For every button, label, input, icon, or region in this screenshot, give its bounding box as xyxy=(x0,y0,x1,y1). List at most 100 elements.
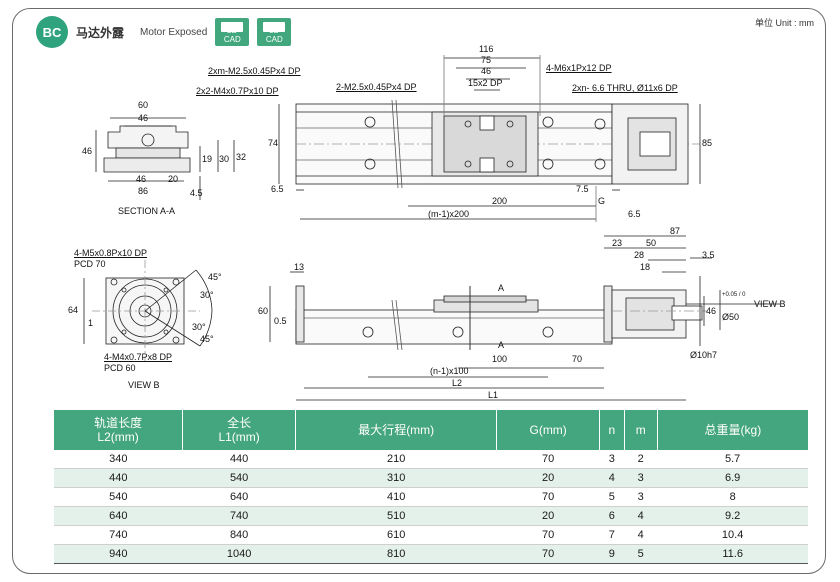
dim-85: 85 xyxy=(702,138,713,148)
cell: 440 xyxy=(54,468,183,488)
vb-dim-1: 1 xyxy=(88,318,94,328)
vb-callout-m5: 4-M5x0.8Px10 DP xyxy=(74,248,148,258)
fv-dim-70: 70 xyxy=(572,354,583,364)
sec-dim-60: 60 xyxy=(138,100,149,110)
cell: 4 xyxy=(624,506,658,526)
cell: 310 xyxy=(295,468,497,488)
dim-75: 75 xyxy=(481,55,492,65)
sec-dim-4-5: 4.5 xyxy=(190,188,203,198)
cell: 6.9 xyxy=(657,468,808,488)
top-view xyxy=(278,55,701,222)
cell: 3 xyxy=(624,487,658,507)
cell: 1040 xyxy=(182,544,296,564)
cell: 740 xyxy=(182,506,296,526)
unit-label: 单位 Unit : mm xyxy=(754,18,814,28)
sec-dim-20: 20 xyxy=(168,174,179,184)
section-a-a xyxy=(95,117,235,200)
cad-2d-top: 2D xyxy=(227,26,238,35)
cell: 640 xyxy=(54,506,183,526)
sec-dim-86: 86 xyxy=(138,186,149,196)
sec-dim-19: 19 xyxy=(202,154,213,164)
sec-dim-46-bottom: 46 xyxy=(136,174,147,184)
cell: 610 xyxy=(295,525,497,545)
col-weight: 总重量(kg) xyxy=(657,410,808,450)
fv-dim-18: 18 xyxy=(640,262,651,272)
dim-200: 200 xyxy=(492,196,508,206)
callout-m25x4b: 2-M2.5x0.45Px4 DP xyxy=(336,82,417,92)
cell: 3 xyxy=(624,468,658,488)
page-frame xyxy=(12,8,826,574)
cell: 70 xyxy=(496,487,600,507)
cell: 20 xyxy=(496,468,600,488)
dim-15x2: 15x2 DP xyxy=(468,78,503,88)
cell: 4 xyxy=(599,468,625,488)
sec-dim-46-top: 46 xyxy=(138,113,149,123)
fv-dim-60: 60 xyxy=(258,306,269,316)
vb-callout-m4: 4-M4x0.7Px8 DP xyxy=(104,352,173,362)
cell: 5 xyxy=(624,544,658,564)
view-b-flange xyxy=(83,260,213,362)
cell: 9 xyxy=(599,544,625,564)
vb-angle-30-bottom: 30° xyxy=(192,322,206,332)
cell: 70 xyxy=(496,525,600,545)
cell: 3 xyxy=(599,450,625,469)
sec-dim-32: 32 xyxy=(236,152,247,162)
dim-6-5-right: 6.5 xyxy=(628,209,641,219)
vb-dim-64: 64 xyxy=(68,305,79,315)
view-b-title: VIEW B xyxy=(128,380,160,390)
cell: 70 xyxy=(496,544,600,564)
vb-pcd60: PCD 60 xyxy=(104,363,136,373)
cad-3d-top: 3D xyxy=(269,26,280,35)
cell: 7 xyxy=(599,525,625,545)
dim-74: 74 xyxy=(268,138,279,148)
col-l2-line2: L2(mm) xyxy=(97,430,139,444)
cad-2d-button[interactable]: 2D CAD xyxy=(215,18,250,46)
cell: 5 xyxy=(599,487,625,507)
cell: 340 xyxy=(54,450,183,469)
cell: 510 xyxy=(295,506,497,526)
callout-m25x4: 2xm-M2.5x0.45Px4 DP xyxy=(208,66,301,76)
title-english: Motor Exposed xyxy=(140,26,208,38)
col-stroke: 最大行程(mm) xyxy=(295,410,498,450)
cell: 940 xyxy=(54,544,183,564)
fv-dim-28: 28 xyxy=(634,250,645,260)
title-chinese: 马达外露 xyxy=(76,25,125,40)
callout-m6x12: 4-M6x1Px12 DP xyxy=(546,63,612,73)
fv-dim-46: 46 xyxy=(706,306,717,316)
cell: 70 xyxy=(496,450,600,469)
dim-116: 116 xyxy=(479,44,494,54)
cell: 4 xyxy=(624,525,658,545)
vb-angle-30-top: 30° xyxy=(200,290,214,300)
cell: 20 xyxy=(496,506,600,526)
fv-dim-23: 23 xyxy=(612,238,623,248)
front-view xyxy=(269,235,780,401)
cell: 540 xyxy=(182,468,296,488)
cad-3d-button[interactable]: 3D CAD xyxy=(257,18,292,46)
vb-angle-45-bottom: 45° xyxy=(200,334,214,344)
fv-dim-3-5: 3.5 xyxy=(702,250,715,260)
cell: 440 xyxy=(182,450,296,469)
cell: 2 xyxy=(624,450,658,469)
cell: 6 xyxy=(599,506,625,526)
col-l1-line2: L1(mm) xyxy=(218,430,260,444)
cell: 10.4 xyxy=(657,525,808,545)
dim-46-top: 46 xyxy=(481,66,492,76)
dim-m-1-x200: (m-1)x200 xyxy=(428,209,470,219)
fv-section-a-top: A xyxy=(498,283,505,293)
dim-g: G xyxy=(598,196,606,206)
fv-dim-l1: L1 xyxy=(488,390,499,400)
cell: 210 xyxy=(295,450,497,469)
fv-dim-dia50: Ø50 xyxy=(722,312,740,322)
fv-dim-87: 87 xyxy=(670,226,681,236)
vb-angle-45-top: 45° xyxy=(208,272,222,282)
col-m: m xyxy=(624,410,658,450)
dim-7-5: 7.5 xyxy=(576,184,589,194)
